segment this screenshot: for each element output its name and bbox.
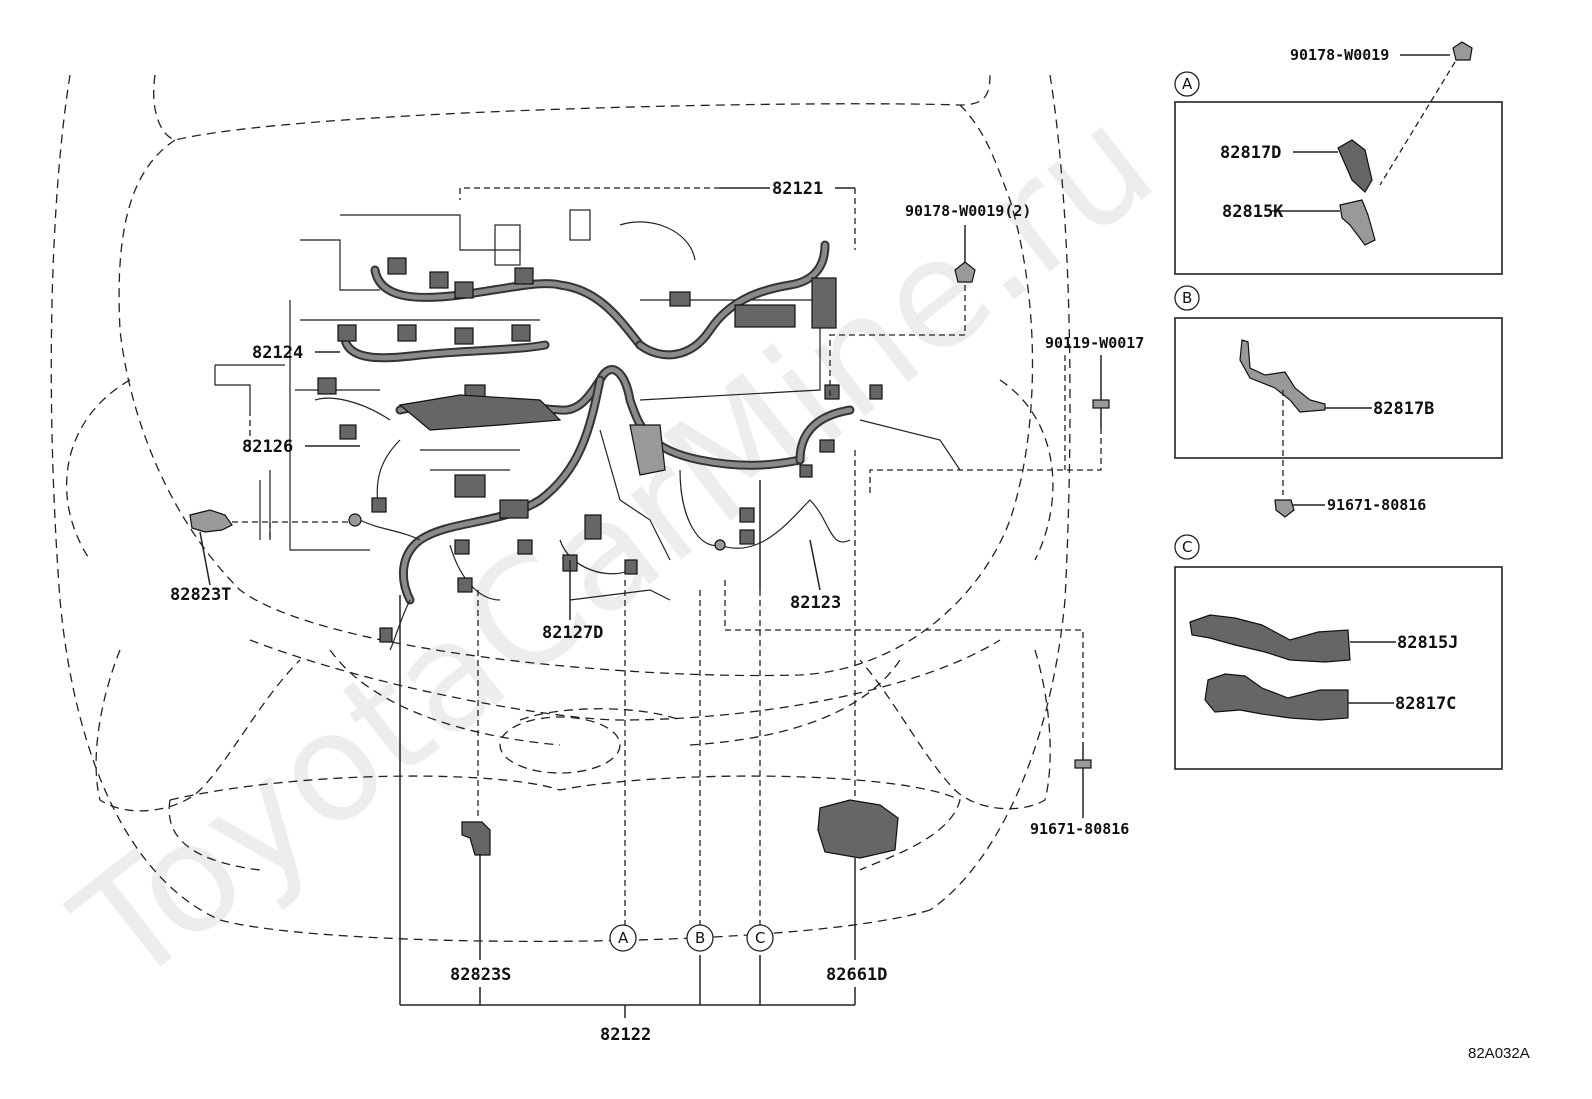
detail-C: C 82815J 82817C: [1174, 534, 1503, 770]
part-82823S-shape: [461, 821, 491, 856]
label-82815K: 82815K: [1222, 202, 1284, 222]
detail-A: A 90178-W0019 82817D 82815K: [1174, 41, 1503, 275]
label-82817D: 82817D: [1220, 143, 1281, 163]
clip-nut-shape: [954, 261, 976, 283]
label-90119: 90119-W0017: [1045, 334, 1144, 352]
svg-text:A: A: [618, 929, 629, 947]
label-82124: 82124: [252, 343, 303, 363]
detail-C-label: C: [1182, 538, 1192, 556]
bolt-91671-main-shape: [1074, 742, 1092, 769]
label-91671-detailB: 91671-80816: [1327, 496, 1426, 514]
detail-B: B 82817B 91671-80816: [1174, 285, 1503, 518]
label-82817C: 82817C: [1395, 694, 1456, 714]
callout-B: B: [686, 924, 714, 952]
part-82817D-shape: [1337, 139, 1373, 193]
part-82815K-shape: [1339, 199, 1376, 246]
label-91671-main: 91671-80816: [1030, 820, 1129, 838]
callout-C: C: [746, 924, 774, 952]
callout-A: A: [609, 924, 637, 952]
detail-A-nut-label: 90178-W0019: [1290, 46, 1389, 64]
label-82127D: 82127D: [542, 623, 603, 643]
label-82823S: 82823S: [450, 965, 511, 985]
detail-B-label: B: [1182, 289, 1192, 307]
engine-bay-sketch: [214, 209, 961, 601]
part-82817B-shape: [1239, 339, 1326, 413]
part-82817C-shape: [1204, 673, 1349, 721]
label-clip-nut: 90178-W0019(2): [905, 202, 1031, 220]
label-82126: 82126: [242, 437, 293, 457]
leader-lines: [199, 187, 1102, 1018]
part-82661D-shape: [817, 799, 899, 859]
svg-text:B: B: [695, 929, 705, 947]
detail-A-label: A: [1182, 75, 1193, 93]
diagram-id: 82A032A: [1468, 1045, 1530, 1062]
detail-A-nut-shape: [1452, 41, 1473, 61]
label-82121: 82121: [772, 179, 823, 199]
svg-text:C: C: [755, 929, 765, 947]
label-82661D: 82661D: [826, 965, 887, 985]
bolt-90119-shape: [1092, 399, 1110, 428]
harness-connectors: [317, 257, 883, 643]
part-82823T-shape: [189, 509, 233, 533]
label-82817B: 82817B: [1373, 399, 1434, 419]
car-body-outline: [50, 74, 1071, 943]
label-82823T: 82823T: [170, 585, 231, 605]
label-82122: 82122: [600, 1025, 651, 1045]
part-82815J-shape: [1189, 614, 1351, 663]
label-82815J: 82815J: [1397, 633, 1458, 653]
detail-B-bolt-shape: [1274, 499, 1295, 518]
label-82123: 82123: [790, 593, 841, 613]
